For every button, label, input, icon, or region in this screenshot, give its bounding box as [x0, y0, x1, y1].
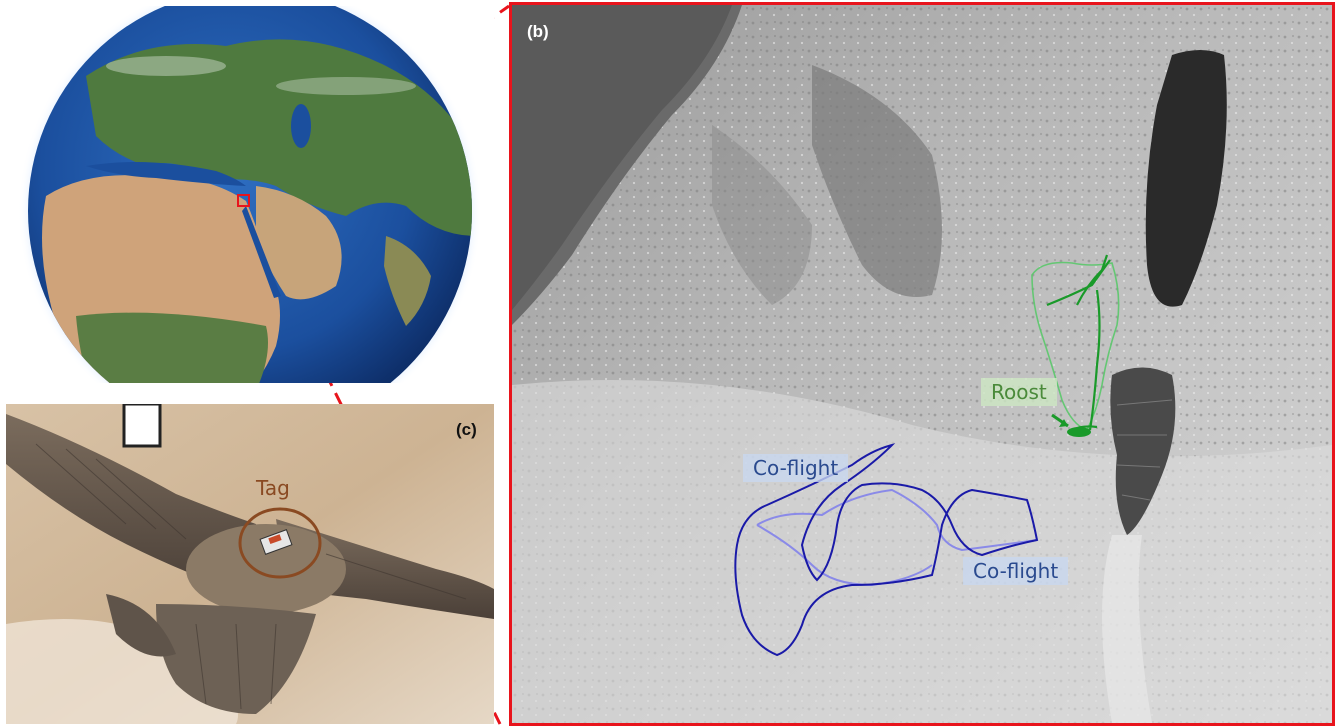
coflight-track-light [756, 488, 1038, 587]
satellite-map [512, 5, 1332, 723]
roost-label: Roost [981, 378, 1057, 406]
study-area-marker [237, 194, 250, 207]
panel-a-globe: (a) [6, 6, 494, 383]
panel-c-label: (c) [456, 420, 477, 439]
panel-b-track-map: Roost Co-flight Co-flight (b) [509, 2, 1335, 726]
roost-site [1067, 427, 1091, 437]
roost-track-dark [1046, 254, 1111, 431]
roost-track-light [1031, 261, 1120, 431]
coflight-label-upper: Co-flight [743, 454, 849, 482]
vulture-photo [6, 404, 494, 724]
globe-image [18, 6, 482, 383]
coflight-label-lower: Co-flight [963, 557, 1069, 585]
tag-label: Tag [256, 476, 290, 500]
panel-b-label: (b) [527, 22, 549, 41]
tag-highlight-ring [238, 507, 322, 579]
coflight-track-dark [734, 443, 1039, 657]
panel-a-label: (a) [19, 19, 40, 38]
panel-c-vulture-photo: Tag (c) [6, 404, 494, 724]
